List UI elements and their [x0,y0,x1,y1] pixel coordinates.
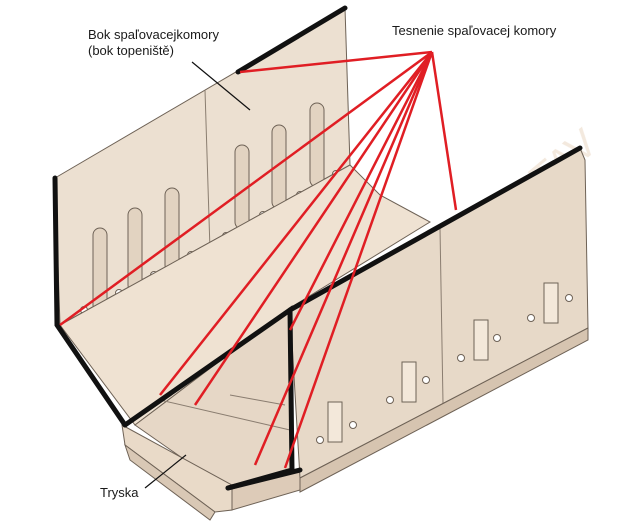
right-panel-tabs [327,282,559,443]
panel-seam [204,89,211,251]
chamber-seals [52,5,583,491]
left-panel-slots [92,102,325,313]
right-panel-holes [316,294,573,444]
side-label-line1: Bok spaľovacejkomory [88,27,219,42]
chamber-floor [59,164,432,491]
nozzle-block [121,424,301,521]
black-leader-lines [144,61,251,489]
seal-leader-lines [59,50,458,469]
nozzle-leader-line [144,454,187,489]
side-label-line2: (bok topeniště) [88,43,174,58]
seal-bottom-edge [225,467,303,491]
seal-right-top [287,145,583,313]
nozzle-label: Tryska [100,485,139,500]
seal-left-front [52,175,128,428]
panel-seam [439,227,444,404]
seal-left-top [235,5,348,75]
side-leader-line [191,61,251,111]
seal-label: Tesnenie spaľovacej komory [392,23,557,38]
